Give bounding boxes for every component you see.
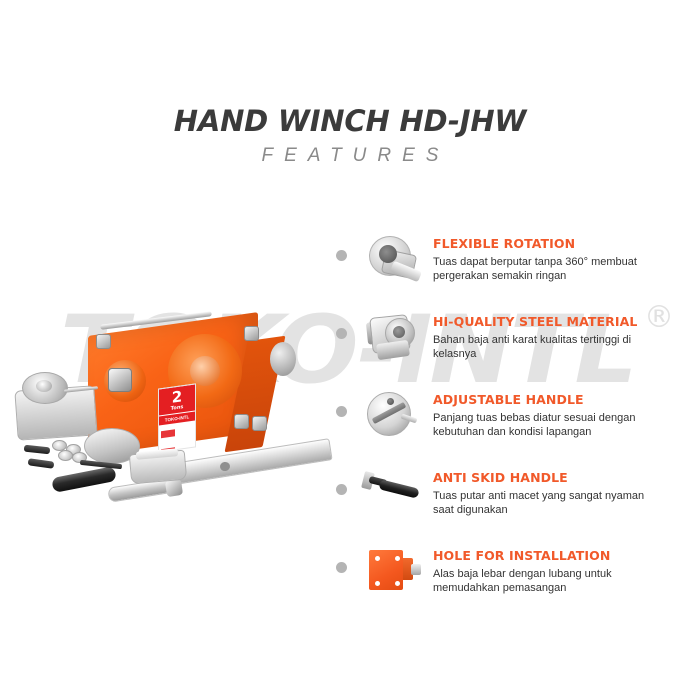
bolt-icon	[252, 416, 267, 431]
feature-title: HI-QUALITY STEEL MATERIAL	[433, 314, 638, 329]
feature-item-anti-skid-handle: ANTI SKID HANDLE Tuas putar anti macet y…	[336, 462, 700, 540]
feature-item-adjustable-handle: ADJUSTABLE HANDLE Panjang tuas bebas dia…	[336, 384, 700, 462]
product-photo: 2 Tons TOKO-INTL	[8, 311, 333, 526]
feature-description: Alas baja lebar dengan lubang untuk memu…	[433, 568, 612, 594]
feature-list: FLEXIBLE ROTATION Tuas dapat berputar ta…	[336, 228, 700, 618]
feature-title: ADJUSTABLE HANDLE	[433, 392, 584, 407]
bolt-icon	[96, 334, 111, 349]
chrome-disc-handle-icon	[357, 386, 423, 448]
bolt-icon	[234, 414, 249, 429]
mounting-plate-holes-icon	[357, 542, 423, 604]
feature-description: Panjang tuas bebas diatur sesuai dengan …	[433, 412, 636, 438]
steel-drum-bore-shape	[393, 326, 405, 338]
feature-item-hole-for-installation: HOLE FOR INSTALLATION Alas baja lebar de…	[336, 540, 700, 618]
mounting-hole-icon	[395, 581, 400, 586]
mounting-hole-icon	[375, 581, 380, 586]
capacity-label-specs	[159, 420, 195, 453]
mounting-hole-icon	[395, 556, 400, 561]
handle-grip-shape	[51, 466, 117, 493]
capacity-label-header: 2 Tons	[159, 384, 195, 416]
plate-stub-shape	[411, 564, 421, 575]
feature-title: HOLE FOR INSTALLATION	[433, 548, 611, 563]
page-title: HAND WINCH HD-JHW	[173, 104, 527, 138]
bolt-icon	[244, 326, 259, 341]
bullet-icon	[336, 562, 347, 573]
page-subtitle: FEATURES	[261, 145, 450, 166]
steel-foot-shape	[376, 339, 410, 361]
feature-description: Bahan baja anti karat kualitas tertinggi…	[433, 334, 632, 360]
washer-icon	[72, 452, 87, 463]
feature-text: HI-QUALITY STEEL MATERIAL Bahan baja ant…	[433, 306, 661, 361]
flange-bore-shape	[379, 245, 397, 263]
bolt-icon	[27, 458, 55, 469]
plate-boss-shape	[401, 558, 413, 580]
header: HAND WINCH HD-JHW FEATURES	[0, 104, 700, 167]
capacity-label: 2 Tons TOKO-INTL	[158, 383, 196, 453]
feature-item-flexible-rotation: FLEXIBLE ROTATION Tuas dapat berputar ta…	[336, 228, 700, 306]
bullet-icon	[336, 250, 347, 261]
feature-title: ANTI SKID HANDLE	[433, 470, 568, 485]
handle-rubber-grip-shape	[378, 479, 420, 499]
feature-description: Tuas dapat berputar tanpa 360° membuat p…	[433, 256, 637, 282]
rubber-grip-handle-icon	[357, 464, 423, 526]
feature-text: FLEXIBLE ROTATION Tuas dapat berputar ta…	[433, 228, 661, 283]
bolt-icon	[23, 444, 51, 455]
rotating-flange-icon	[357, 230, 423, 292]
feature-text: ADJUSTABLE HANDLE Panjang tuas bebas dia…	[433, 384, 661, 439]
winch-end-cap-shape	[270, 342, 296, 376]
washer-icon	[58, 450, 73, 461]
gear-hub-shape	[36, 380, 52, 392]
mounting-hole-icon	[375, 556, 380, 561]
steel-winch-body-icon	[357, 308, 423, 370]
bullet-icon	[336, 484, 347, 495]
spec-line	[161, 429, 176, 439]
feature-title: FLEXIBLE ROTATION	[433, 236, 576, 251]
feature-description: Tuas putar anti macet yang sangat nyaman…	[433, 490, 645, 516]
feature-text: ANTI SKID HANDLE Tuas putar anti macet y…	[433, 462, 661, 517]
winch-drum-hub-shape	[190, 356, 220, 386]
bullet-icon	[336, 406, 347, 417]
bullet-icon	[336, 328, 347, 339]
axle-nut-shape	[108, 368, 132, 392]
feature-text: HOLE FOR INSTALLATION Alas baja lebar de…	[433, 540, 661, 595]
disc-knob-shape	[387, 398, 394, 405]
feature-item-hi-quality-steel-material: HI-QUALITY STEEL MATERIAL Bahan baja ant…	[336, 306, 700, 384]
handle-nut-shape	[164, 478, 184, 498]
